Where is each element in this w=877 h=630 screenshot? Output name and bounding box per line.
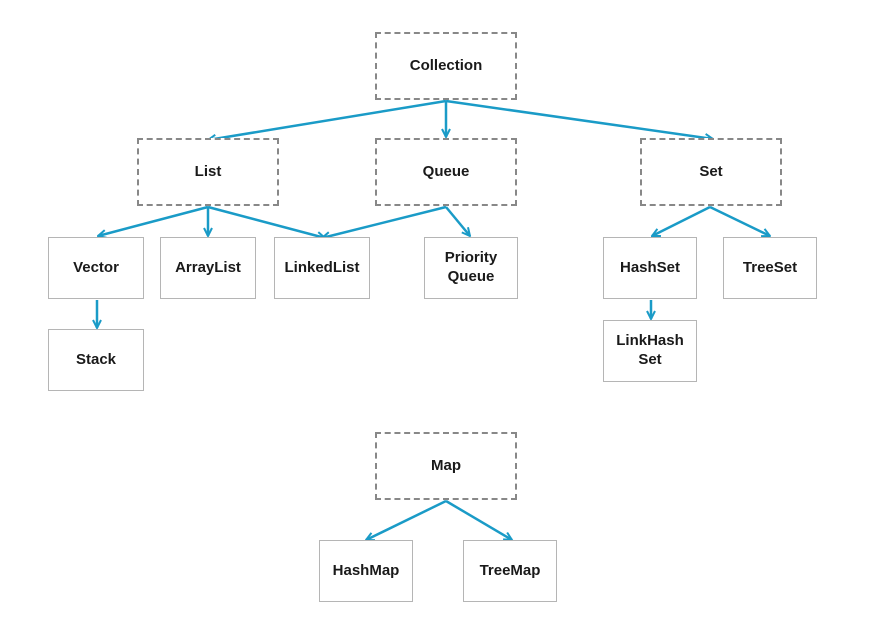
vector-node: Vector (48, 237, 144, 299)
list-node: List (137, 138, 279, 206)
edge-set-to-hashset (652, 205, 711, 238)
stack-label: Stack (75, 350, 117, 368)
stack-node: Stack (48, 329, 144, 391)
hashmap-node: HashMap (319, 540, 413, 602)
hashmap-label: HashMap (332, 561, 400, 579)
treeset-node: TreeSet (723, 237, 817, 299)
linkhashset-label: LinkHash Set (616, 332, 684, 368)
arraylist-label: ArrayList (175, 258, 241, 276)
map-node: Map (375, 432, 517, 500)
treemap-node: TreeMap (463, 540, 557, 602)
edge-collection-to-list (208, 99, 447, 140)
edge-list-to-vector (98, 205, 209, 236)
edge-list-to-linkedlist (207, 205, 325, 238)
set-label: Set (699, 162, 723, 180)
vector-label: Vector (73, 258, 119, 276)
collection-node: Collection (375, 32, 517, 100)
linkedlist-label: LinkedList (284, 258, 360, 276)
hashset-label: HashSet (619, 258, 681, 276)
priorityqueue-label: Priority Queue (444, 249, 498, 285)
hashset-node: HashSet (603, 237, 697, 299)
edge-collection-to-set (445, 99, 713, 139)
set-node: Set (640, 138, 782, 206)
map-label: Map (431, 456, 461, 474)
edge-queue-to-linkedlist (322, 205, 447, 238)
edge-map-to-hashmap (366, 499, 447, 542)
treeset-label: TreeSet (742, 258, 798, 276)
queue-node: Queue (375, 138, 517, 206)
edge-map-to-treemap (445, 499, 512, 540)
arraylist-node: ArrayList (160, 237, 256, 299)
linkhashset-node: LinkHash Set (603, 320, 697, 382)
priorityqueue-node: Priority Queue (424, 237, 518, 299)
collection-label: Collection (409, 56, 483, 74)
edge-queue-to-priorityqueue (445, 206, 470, 236)
list-label: List (194, 162, 222, 180)
linkedlist-node: LinkedList (274, 237, 370, 299)
queue-label: Queue (422, 162, 470, 180)
edge-set-to-treeset (709, 205, 770, 238)
treemap-label: TreeMap (479, 561, 541, 579)
